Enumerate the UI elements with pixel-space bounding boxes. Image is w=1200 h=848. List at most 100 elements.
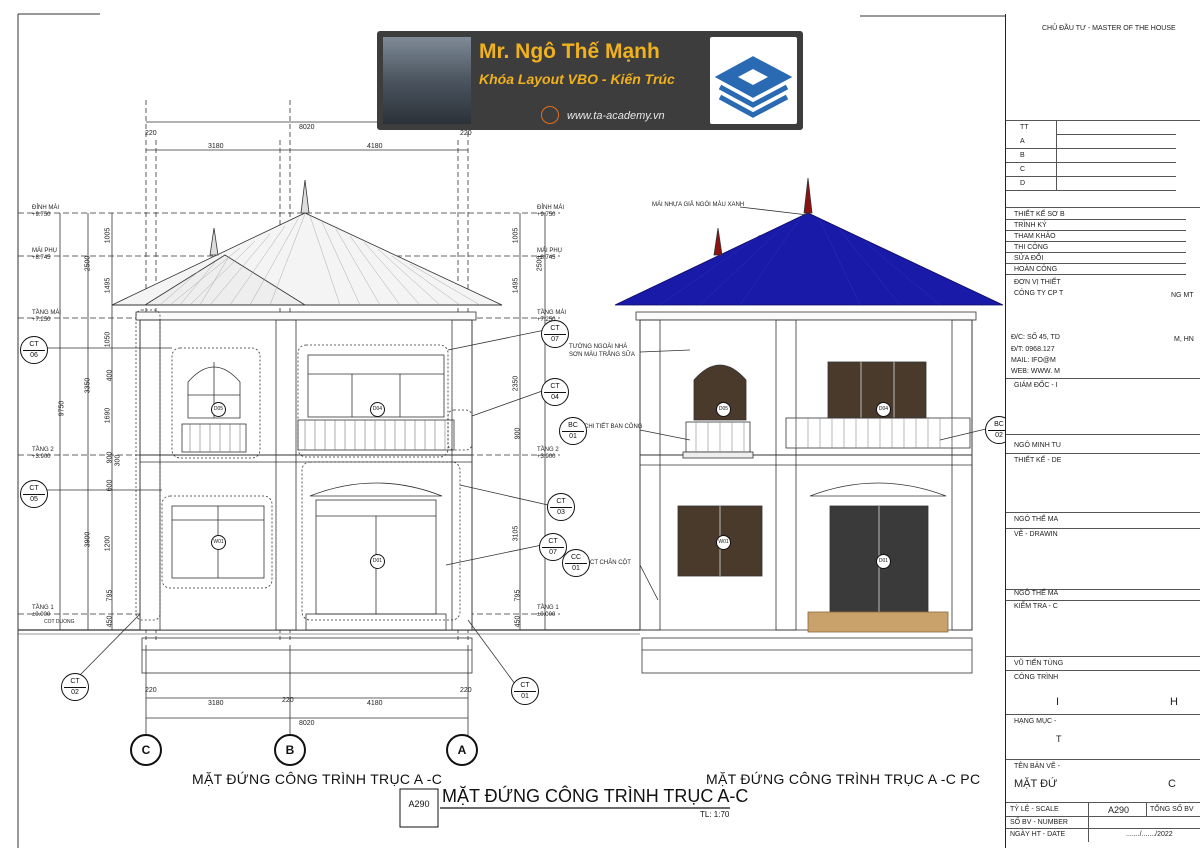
height-seg: 1200 [104,535,112,552]
window-mark: D04 [876,402,891,417]
level-elev: ±0.000 [32,612,51,618]
director-label: GIÁM ĐỐC - I [1014,382,1058,389]
height-seg-right: 1495 [512,277,520,294]
course-name: Khóa Layout VBO - Kiến Trúc [479,71,675,87]
height-seg: 1690 [104,407,112,424]
owner-label: CHỦ ĐẦU TƯ - MASTER OF THE HOUSE [1042,25,1176,32]
title-block: CHỦ ĐẦU TƯ - MASTER OF THE HOUSE TT A B … [1005,14,1200,848]
blue-roof [614,212,1004,306]
date-value: ......./......./2022 [1126,831,1173,838]
company-web: WEB: WWW. M [1011,368,1060,375]
left-elevation [18,100,640,735]
level-elev: +8.745 [537,255,556,261]
scale-value: A290 [1108,805,1130,815]
company-mail: MAIL: IFO@M [1011,357,1056,364]
drawing-label: VẼ - DRAWIN [1014,531,1058,538]
window-mark: W01 [211,535,226,550]
sheet-number: A290 [408,799,430,809]
total-label: TỔNG SỐ BV [1150,806,1194,813]
level-elev: +7.250 [537,317,556,323]
project-value-l: I [1056,696,1060,708]
street-level: COT DUONG [44,619,75,625]
stage-item: ĐƠN VỊ THIẾT [1014,279,1061,286]
company-name-tail: NG MT [1171,292,1194,299]
date-label: NGÀY HT - DATE [1010,831,1066,838]
height-seg: 450 [106,615,114,628]
span-left-bot: 3180 [208,700,224,707]
level-name: TẦNG 1 [537,605,559,611]
company-phone: Đ/T: 0968.127 [1011,346,1055,353]
check-label: KIỂM TRA - C [1014,603,1058,610]
rev-row: A [1020,138,1025,145]
height-floor1: 3900 [84,531,92,548]
category-value: T [1056,734,1062,744]
rev-row: C [1020,166,1026,173]
elevation-drawing [17,13,1005,848]
stage-item: THIẾT KẾ SƠ B [1014,211,1065,218]
height-seg-right: 1005 [512,227,520,244]
height-seg: 1050 [104,331,112,348]
balcony-note: CHI TIẾT BAN CÔNG [584,424,643,430]
level-name: MÁI PHỤ [537,248,563,254]
rev-header: TT [1020,124,1029,131]
sheet-scale: TL: 1:70 [700,810,730,819]
instructor-photo [383,37,471,124]
company-name: CÔNG TY CP T [1014,290,1064,297]
design-label: THIẾT KẾ - DE [1014,457,1062,464]
level-elev: +3.900 [32,454,51,460]
grid-axis-a: A [446,734,478,766]
height-roof: 2500 [84,255,92,272]
wall-note-1: TƯỜNG NGOÀI NHÀ [569,344,628,350]
rev-row: B [1020,152,1025,159]
level-elev: +7.250 [32,317,51,323]
height-floor2: 3350 [84,377,92,394]
door-mark: D01 [876,554,891,569]
sheet-title: MẶT ĐỨNG CÔNG TRÌNH TRỤC A-C [442,786,749,806]
grid-axis-c: C [130,734,162,766]
person-4: VŨ TIẾN TÙNG [1014,660,1064,667]
scale-label: TỶ LỆ - SCALE [1010,806,1059,813]
sheet-name-label: TÊN BẢN VẼ - [1014,763,1060,770]
stage-item: SỬA ĐỔI [1014,255,1044,262]
website-link[interactable]: www.ta-academy.vn [567,110,665,122]
height-total: 9750 [58,400,66,417]
stage-item: THAM KHẢO [1014,233,1056,240]
level-name: ĐỈNH MÁI [537,205,564,211]
height-seg: 400 [106,369,114,382]
person-1: NGÔ MINH TU [1014,442,1061,449]
height-seg: 900 [106,451,114,464]
level-elev: +8.745 [32,255,51,261]
level-elev: ±0.000 [537,612,556,618]
company-address-tail: M, HN [1174,336,1194,343]
right-elevation [614,177,1004,674]
level-name: TẦNG MÁI [32,310,62,316]
span-left-top: 3180 [208,143,224,150]
level-name: TẦNG MÁI [537,310,567,316]
col-width-top-b: 220 [460,130,472,137]
promo-banner: Mr. Ngô Thế Mạnh Khóa Layout VBO - Kiến … [377,31,803,130]
height-roof-right: 2500 [536,255,544,272]
stage-item: HOÀN CÔNG [1014,266,1058,273]
window-mark: D05 [211,402,226,417]
level-elev: +9.750 [32,212,51,218]
right-elevation-title: MẶT ĐỨNG CÔNG TRÌNH TRỤC A -C PC [706,771,981,787]
height-seg: 300 [114,454,122,467]
level-name: MÁI PHỤ [32,248,58,254]
height-seg: 795 [106,589,114,602]
window-mark: D05 [716,402,731,417]
roof-note: MÁI NHỰA GIẢ NGÓI MÀU XANH [652,202,745,208]
height-seg-right: 3105 [512,525,520,542]
instructor-name: Mr. Ngô Thế Mạnh [479,40,660,63]
overall-width-top: 8020 [299,124,315,131]
height-seg-right: 900 [514,427,522,440]
person-2: NGÔ THẾ MA [1014,516,1059,523]
number-label: SỐ BV - NUMBER [1010,819,1068,826]
